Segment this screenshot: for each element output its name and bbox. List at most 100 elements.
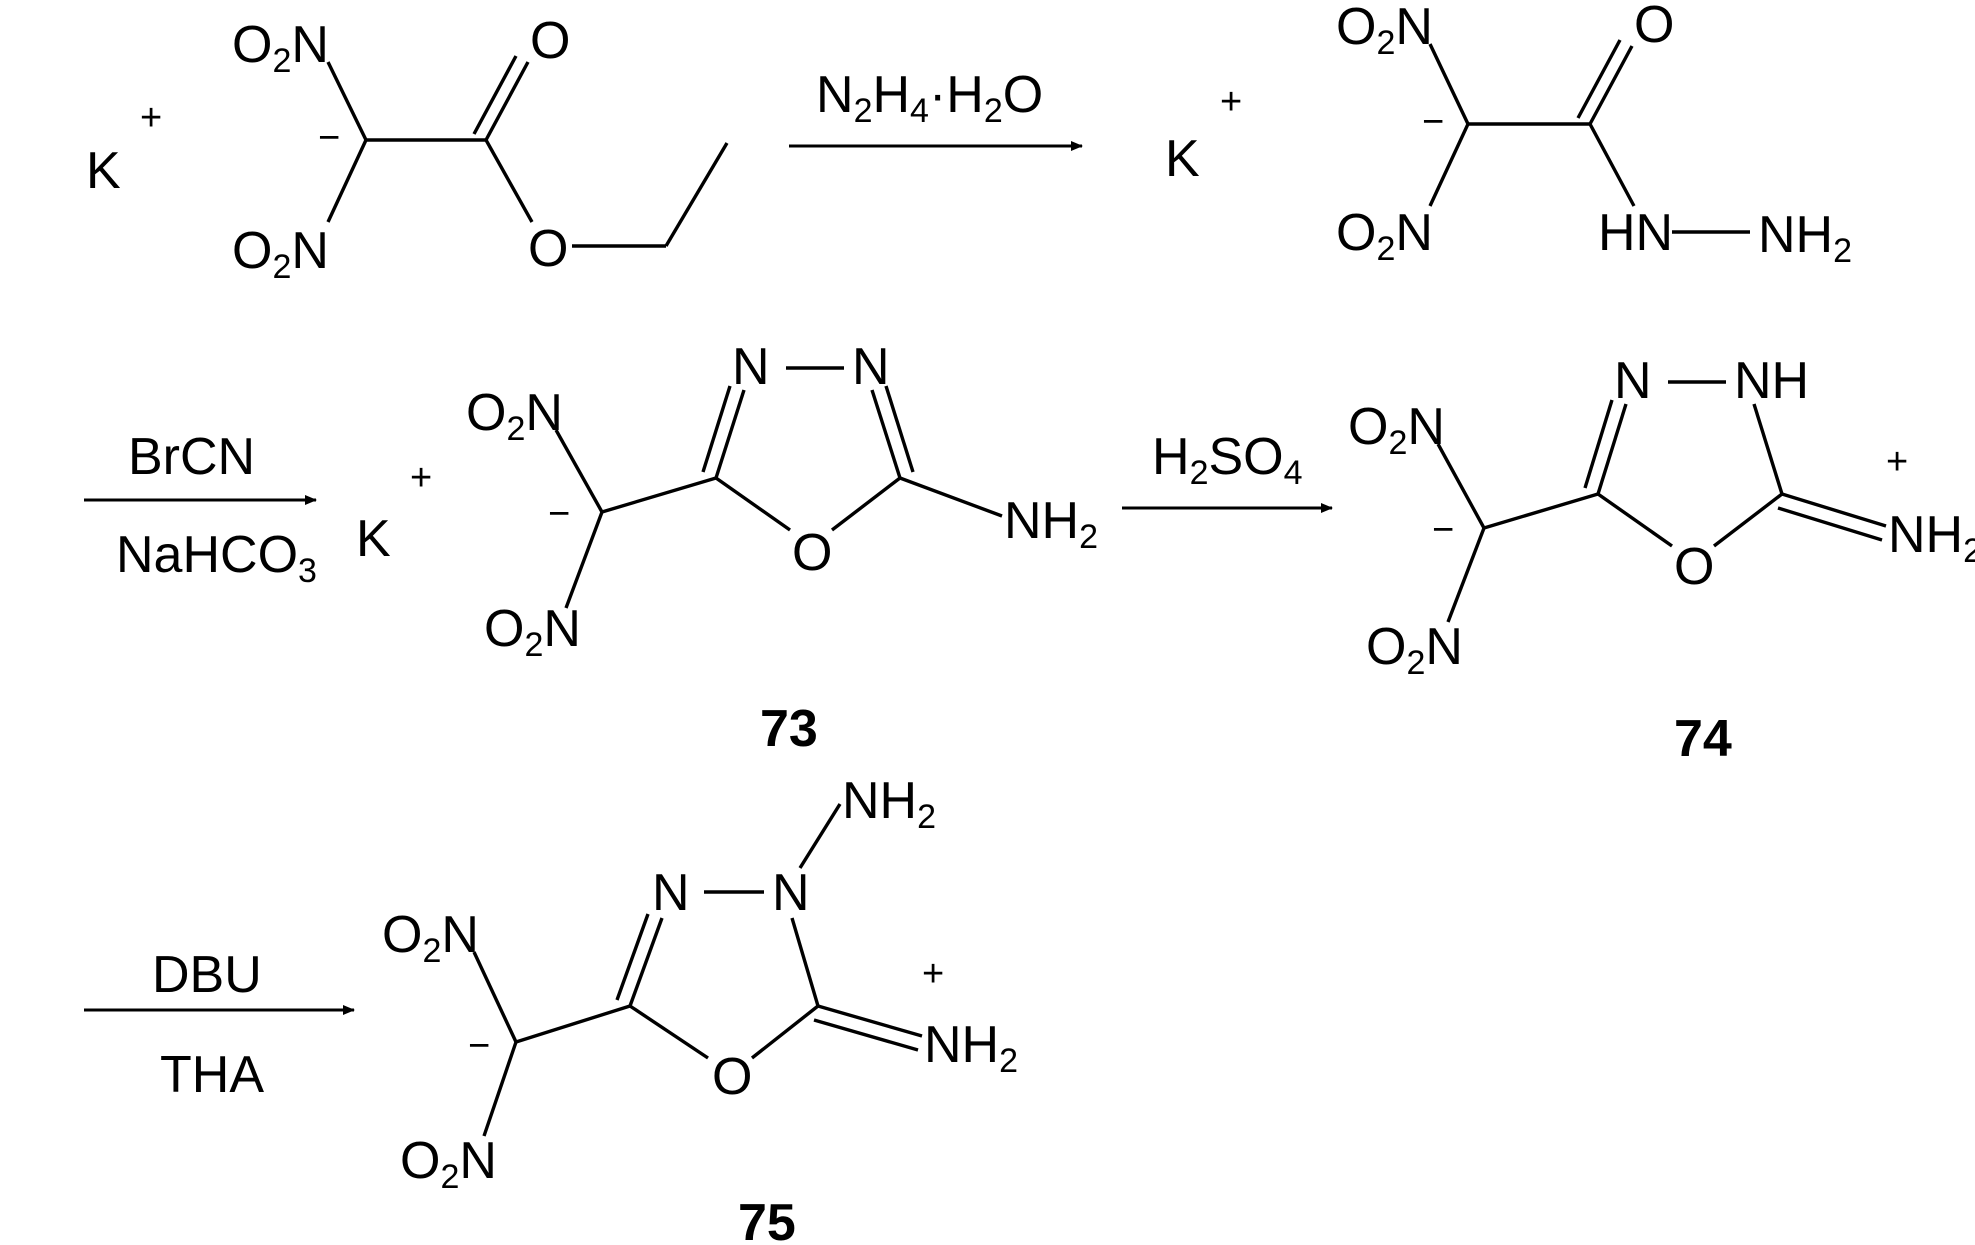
bond [1781, 492, 1887, 528]
bond [1428, 123, 1470, 207]
nitro-group-bottom: O2N [232, 222, 329, 286]
bond [1712, 492, 1784, 548]
bond [472, 951, 518, 1043]
ring-nh: NH [1734, 352, 1809, 410]
bond [1436, 443, 1486, 529]
reagent-tha: THA [160, 1046, 264, 1104]
ring-nitrogen-4: N [772, 864, 810, 922]
reactant-potassium-dinitroacetate-ester: K + O2N O2N − O O [86, 12, 729, 286]
potassium-charge: + [140, 97, 162, 139]
nitro-group-bottom: O2N [400, 1132, 497, 1196]
iminium-charge: + [922, 953, 944, 995]
bond [1446, 527, 1486, 623]
ring-nitrogen-4: N [852, 338, 890, 396]
bond [830, 476, 902, 532]
carbanion-charge: − [1422, 101, 1444, 143]
iminium-group: NH2 [1888, 506, 1975, 570]
compound-number-75: 75 [738, 1194, 796, 1245]
carbonyl-oxygen: O [530, 12, 570, 70]
nitro-group-top: O2N [232, 16, 329, 80]
bond [628, 917, 664, 1007]
carbonyl-oxygen: O [1634, 0, 1674, 54]
nitro-group-top: O2N [1348, 398, 1445, 462]
potassium-charge: + [410, 457, 432, 499]
hydrazide-nh: HN [1598, 204, 1673, 262]
potassium-cation-label: K [1165, 130, 1200, 188]
bond [750, 1004, 820, 1060]
bond [629, 1004, 709, 1060]
compound-73: K + O2N O2N − N N O NH2 73 [356, 338, 1098, 758]
reagent-dbu: DBU [152, 946, 262, 1004]
bond [1483, 492, 1599, 530]
bond [790, 917, 820, 1007]
product-dinitroacetohydrazide-salt: K + O2N O2N − O HN NH2 [1165, 0, 1852, 270]
iminium-group: NH2 [924, 1016, 1018, 1080]
reagent-sodium-bicarbonate: NaHCO3 [116, 526, 317, 590]
nitro-group-top: O2N [1336, 0, 1433, 62]
reaction-arrow-1: N2H4·H2O [789, 66, 1083, 151]
bond [515, 1004, 631, 1044]
bond [484, 61, 530, 141]
bond [482, 1041, 518, 1137]
bond [701, 385, 732, 473]
bond [1576, 39, 1622, 119]
nitro-group-bottom: O2N [1366, 618, 1463, 682]
ring-nitrogen-3: N [732, 338, 770, 396]
bond [564, 511, 604, 609]
reaction-arrow-2: BrCN NaHCO3 [84, 428, 317, 590]
nitro-group-bottom: O2N [484, 600, 581, 664]
bond [870, 389, 902, 479]
reaction-arrow-4: DBU THA [84, 946, 355, 1104]
nitro-group-top: O2N [466, 384, 563, 448]
ring-nitrogen-3: N [1614, 352, 1652, 410]
bond [472, 55, 518, 135]
iminium-charge: + [1886, 441, 1908, 483]
bond [1588, 45, 1634, 125]
bond [715, 476, 791, 532]
bond [615, 913, 650, 1001]
bond [1752, 403, 1784, 495]
ring-oxygen: O [712, 1048, 752, 1106]
bond [326, 61, 368, 141]
ester-oxygen: O [528, 220, 568, 278]
potassium-cation-label: K [356, 510, 391, 568]
bond [664, 142, 729, 247]
nitro-group-bottom: O2N [1336, 204, 1433, 268]
compound-75: O2N O2N − N N NH2 O + NH2 75 [382, 772, 1018, 1245]
carbanion-charge: − [318, 117, 340, 159]
bond [884, 385, 915, 473]
n-amino-group: NH2 [842, 772, 936, 836]
compound-number-73: 73 [760, 700, 818, 758]
bond [1596, 403, 1628, 495]
hydrazide-amine: NH2 [1758, 206, 1852, 270]
bond [899, 476, 1003, 518]
reaction-arrow-3: H2SO4 [1122, 428, 1333, 513]
carbanion-charge: − [548, 493, 570, 535]
bond [817, 1004, 923, 1038]
reagent-hydrazine-hydrate: N2H4·H2O [816, 66, 1043, 130]
bond [813, 1018, 919, 1052]
ring-nitrogen-3: N [652, 864, 690, 922]
compound-74: O2N O2N − N NH O + NH2 74 [1348, 352, 1975, 768]
nitro-group-top: O2N [382, 906, 479, 970]
reagent-sulfuric-acid: H2SO4 [1152, 428, 1303, 492]
bond [484, 139, 534, 223]
ring-oxygen: O [1674, 538, 1714, 596]
bond [1428, 43, 1470, 125]
carbanion-charge: − [1432, 509, 1454, 551]
amino-group: NH2 [1004, 492, 1098, 556]
bond [601, 476, 717, 514]
compound-number-74: 74 [1674, 710, 1732, 768]
carbanion-charge: − [468, 1025, 490, 1067]
ring-oxygen: O [792, 524, 832, 582]
bond [1777, 506, 1883, 542]
bond [326, 139, 368, 223]
bond [798, 803, 842, 869]
reagent-cyanogen-bromide: BrCN [128, 428, 255, 486]
bond [1588, 123, 1636, 207]
potassium-cation-label: K [86, 142, 121, 200]
bond [1597, 492, 1673, 548]
bond [1583, 399, 1614, 489]
bond [554, 429, 604, 513]
